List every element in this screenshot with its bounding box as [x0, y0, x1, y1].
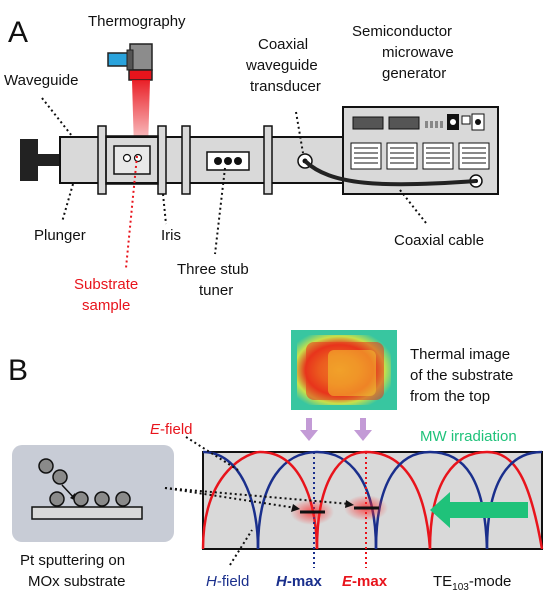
label-coaxial-line-1: Coaxial [258, 36, 308, 53]
label-substrate-line-2: sample [82, 297, 130, 314]
inset-pointers [164, 487, 351, 509]
thermal-beam [132, 80, 150, 150]
label-coaxial-line-2: waveguide [245, 57, 318, 74]
label-thermal-line-1: Thermal image [410, 346, 510, 363]
label-iris: Iris [161, 227, 181, 244]
label-te-mode: TE103-mode [433, 573, 511, 593]
panel-a: A Thermography [4, 13, 499, 314]
label-coaxial-line-3: transducer [250, 78, 321, 95]
label-thermography: Thermography [88, 13, 186, 30]
pointer-head-e [345, 500, 354, 508]
label-plunger: Plunger [34, 227, 86, 244]
leader-h-field [229, 529, 253, 566]
label-tuner-line-1: Three stub [177, 261, 249, 278]
label-coaxial-cable: Coaxial cable [394, 232, 484, 249]
label-h-field: H-field [206, 573, 249, 590]
pointer-head-h [291, 504, 300, 512]
panel-b-letter: B [8, 354, 28, 387]
mw-irradiation-arrow [430, 492, 528, 528]
label-thermal-line-2: of the substrate [410, 367, 513, 384]
panel-a-letter: A [8, 16, 28, 49]
heat-arrows [300, 418, 372, 441]
label-e-field: E-field [150, 421, 193, 438]
microwave-generator [342, 106, 499, 195]
thermal-image [291, 330, 397, 410]
thermography-camera [107, 43, 153, 81]
leader-substrate [125, 155, 138, 269]
leader-e-field [185, 436, 239, 471]
label-generator-line-2: microwave [382, 44, 454, 61]
label-generator-line-3: generator [382, 65, 446, 82]
label-h-max: H-max [276, 573, 323, 590]
label-waveguide: Waveguide [4, 72, 79, 89]
panel-b: B Thermal image of the substrate from th… [8, 330, 544, 593]
pt-sputtering-inset [12, 445, 174, 542]
leader-lines-a [41, 97, 427, 255]
label-thermal-line-3: from the top [410, 388, 490, 405]
label-substrate-line-1: Substrate [74, 276, 138, 293]
label-tuner-line-2: tuner [199, 282, 233, 299]
coaxial-cable [303, 159, 477, 187]
label-generator-line-1: Semiconductor [352, 23, 452, 40]
label-pt-line-1: Pt sputtering on [20, 552, 125, 569]
label-pt-line-2: MOx substrate [28, 573, 126, 590]
label-e-max: E-max [342, 573, 388, 590]
label-mw-irradiation: MW irradiation [420, 428, 517, 445]
